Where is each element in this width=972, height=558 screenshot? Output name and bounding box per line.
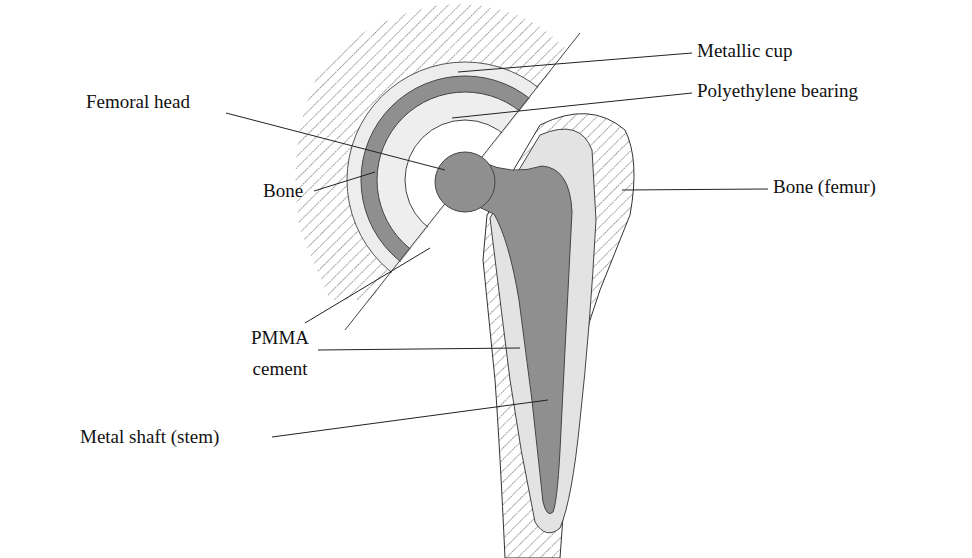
leader-lines	[226, 53, 768, 437]
part-label: Femoral head	[86, 91, 190, 114]
part-label: Bone (femur)	[773, 176, 876, 199]
part-label: Bone	[263, 180, 303, 203]
part-label: Polyethylene bearing	[697, 80, 858, 103]
part-label: Metallic cup	[697, 40, 793, 63]
metal-stem	[455, 162, 572, 514]
femoral-head	[435, 152, 495, 212]
part-label: PMMA cement	[248, 322, 312, 385]
part-label: Metal shaft (stem)	[80, 426, 219, 449]
